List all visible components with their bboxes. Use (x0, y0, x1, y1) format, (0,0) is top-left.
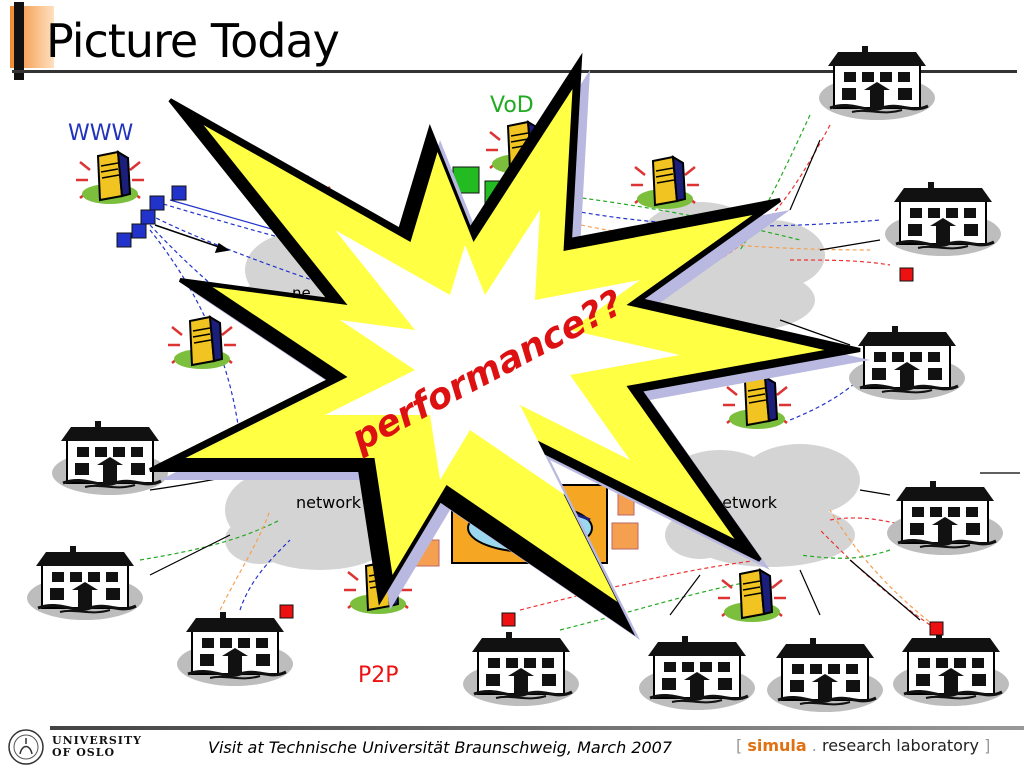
footer-rule (50, 726, 1024, 730)
house-icon (883, 180, 1003, 258)
simula-logo: [ simula . research laboratory ] (736, 736, 990, 755)
page-title: Picture Today (46, 14, 340, 68)
p2p-packets (279, 267, 944, 636)
title-rule (12, 70, 1017, 73)
simula-bracket-close: ] (984, 736, 991, 755)
university-logo: UNIVERSITY OF OSLO (52, 735, 142, 759)
title-area: Picture Today (0, 0, 1024, 90)
house-icon (847, 324, 967, 402)
uio-seal-icon (8, 729, 44, 765)
house-icon (175, 610, 295, 688)
title-bar (14, 2, 24, 80)
flow-arrows (154, 224, 230, 253)
simula-rest: research laboratory (821, 736, 979, 755)
p2p-label: P2P (358, 663, 399, 688)
house-icon (891, 630, 1011, 708)
www-packets (116, 185, 187, 248)
www-server-icon (74, 150, 146, 206)
simula-dot: . (811, 736, 817, 755)
simula-bracket-open: [ (736, 736, 743, 755)
house-icon (637, 634, 757, 712)
network-label-bottom-left: network (296, 493, 362, 512)
server-icon (166, 315, 238, 371)
house-icon (817, 44, 937, 122)
vod-label: VoD (490, 93, 534, 118)
house-icon (765, 636, 885, 714)
house-icon (461, 630, 581, 708)
network-label-partial: ne (292, 284, 311, 302)
network-label: network (712, 493, 778, 512)
footer-visit-text: Visit at Technische Universität Braunsch… (208, 738, 673, 757)
footer: UNIVERSITY OF OSLO Visit at Technische U… (0, 726, 1024, 768)
server-icon (629, 155, 701, 211)
university-line1: UNIVERSITY (52, 734, 142, 747)
house-icon (50, 419, 170, 497)
www-label: WWW (68, 121, 134, 146)
server-icon (716, 568, 788, 624)
house-icon (885, 479, 1005, 557)
university-line2: OF OSLO (52, 746, 116, 759)
performance-starburst (149, 52, 870, 640)
house-icon (25, 544, 145, 622)
simula-name: simula (747, 736, 807, 755)
